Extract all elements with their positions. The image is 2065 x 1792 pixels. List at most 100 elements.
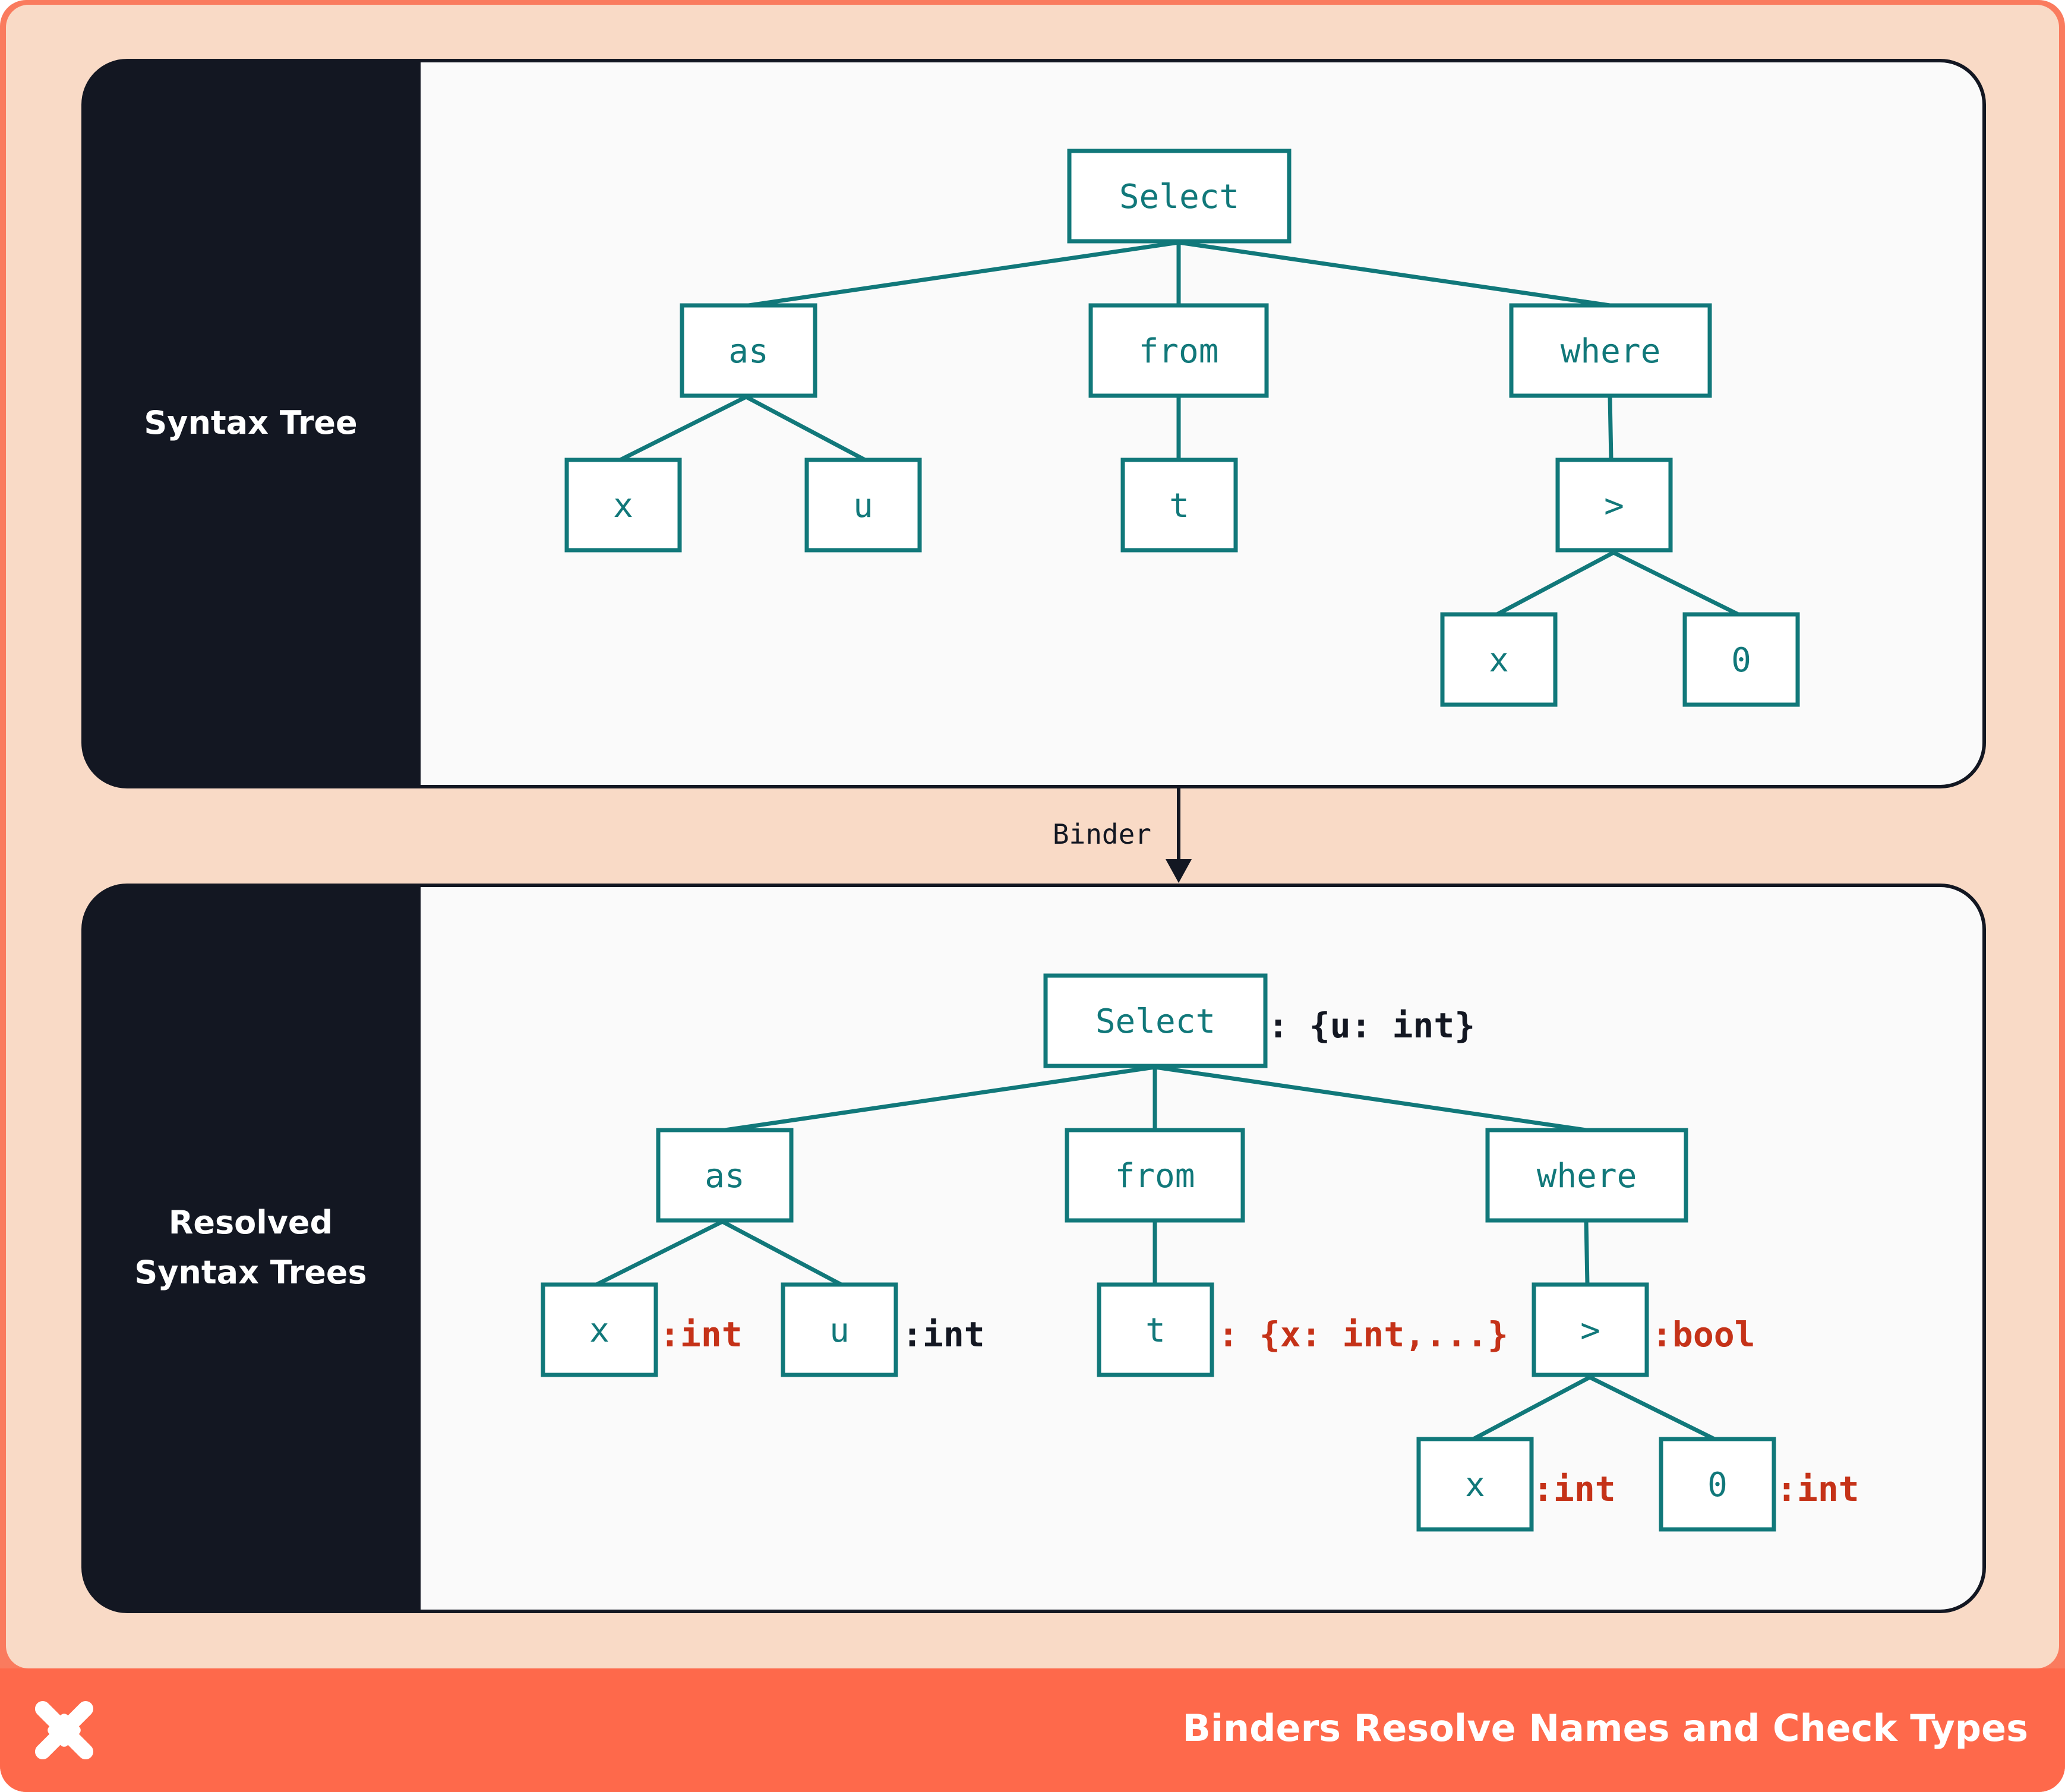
tree-edge (1472, 1375, 1591, 1441)
tree-node-x1: x (541, 1282, 658, 1377)
tree-node-label: x (589, 1311, 610, 1350)
type-annotation-x2: :int (1533, 1469, 1616, 1509)
tree-node-label: Select (1119, 178, 1239, 216)
panel-label-column (83, 885, 421, 1611)
tree-node-x2: x (1440, 612, 1558, 707)
tree-node-x2: x (1416, 1437, 1534, 1532)
tree-node-label: t (1169, 487, 1189, 525)
tree-edge (595, 1219, 724, 1287)
tree-node-t1: t (1120, 458, 1238, 553)
footer-title: Binders Resolve Names and Check Types (1183, 1706, 2029, 1750)
tree-node-as: as (656, 1128, 794, 1223)
tree-node-label: as (728, 332, 768, 371)
tree-node-box (680, 303, 817, 398)
tree-node-label: x (613, 487, 633, 525)
binder-arrow: Binder (1053, 788, 1192, 883)
tree-edge (1589, 1375, 1716, 1441)
panel-label-column (83, 61, 421, 787)
panel-label: Syntax Tree (144, 404, 357, 441)
tree-edge (1608, 396, 1614, 460)
tree-node-box (1682, 612, 1800, 707)
tree-node-label: t (1145, 1311, 1166, 1350)
tree-node-box (1509, 303, 1712, 398)
tree-node-zero: 0 (1682, 612, 1800, 707)
tree-node-box (541, 1282, 658, 1377)
tree-node-box (1097, 1282, 1214, 1377)
tree-node-box (1043, 973, 1268, 1068)
tree-node-label: > (1580, 1311, 1600, 1350)
arrow-label: Binder (1053, 818, 1151, 850)
tree-node-box (1555, 458, 1673, 553)
type-annotations: : {u: int} :int :int : {x: int,...} :bool :in… (659, 1005, 1859, 1509)
tree-node-where: where (1485, 1128, 1688, 1223)
tree-edge (745, 395, 866, 462)
tree-node-select: Select (1043, 973, 1268, 1068)
tree-node-box (1088, 303, 1269, 398)
tree-node-label: where (1537, 1157, 1637, 1195)
tree-node-box (656, 1128, 794, 1223)
tree-edge (724, 1065, 1155, 1132)
tree-node-label: as (705, 1157, 744, 1195)
logo-core (48, 1714, 81, 1747)
tree-node-u1: u (804, 458, 922, 553)
tree-edge (1496, 550, 1615, 617)
tree-node-box (1659, 1437, 1776, 1532)
tree-edge (748, 240, 1179, 308)
tree-node-label: x (1489, 641, 1509, 680)
tree-node-label: x (1465, 1466, 1485, 1504)
tree-node-box (804, 458, 922, 553)
tree-node-box (1067, 149, 1292, 244)
tree-node-u1: u (781, 1282, 898, 1377)
tree-node-label: u (829, 1311, 850, 1350)
tree-node-box (564, 458, 682, 553)
type-annotation-gt: :bool (1652, 1314, 1755, 1355)
tree-edges (595, 1065, 1716, 1441)
tree-node-box (1485, 1128, 1688, 1223)
tree-edges (619, 240, 1739, 617)
tree-node-label: where (1561, 332, 1661, 371)
tree-node-box (1440, 612, 1558, 707)
footer-band (0, 1668, 2065, 1792)
type-annotation-select: : {u: int} (1268, 1005, 1475, 1046)
tree-node-label: from (1115, 1157, 1195, 1195)
tree-node-from: from (1065, 1128, 1245, 1223)
tree-node-zero: 0 (1659, 1437, 1776, 1532)
tree-node-label: > (1604, 487, 1624, 525)
tree-node-select: Select (1067, 149, 1292, 244)
tree-node-label: u (853, 487, 873, 525)
tree-node-as: as (680, 303, 817, 398)
tree-node-gt: > (1532, 1282, 1649, 1377)
tree-nodes: Select as from where x u t > x 0 (541, 973, 1776, 1532)
tree-edge (1154, 1065, 1587, 1132)
tree-node-label: 0 (1731, 641, 1751, 680)
type-annotation-u1: :int (902, 1314, 985, 1355)
tree-node-label: Select (1095, 1002, 1215, 1041)
tree-node-box (1120, 458, 1238, 553)
panel-syntax-tree: Syntax Tree Select as from where x u t > x 0 (81, 59, 1986, 788)
type-annotation-t1: : {x: int,...} (1218, 1314, 1508, 1355)
tree-edge (1612, 550, 1739, 617)
tree-node-box (781, 1282, 898, 1377)
footer: Binders Resolve Names and Check Types (0, 1668, 2065, 1792)
x-logo-icon (34, 1700, 94, 1760)
type-annotation-zero: :int (1776, 1469, 1859, 1509)
tree-node-x1: x (564, 458, 682, 553)
tree-node-label: from (1139, 332, 1219, 371)
tree-edge (1178, 240, 1611, 308)
type-annotation-x1: :int (659, 1314, 743, 1355)
tree-nodes: Select as from where x u t > x 0 (564, 149, 1800, 707)
tree-edge (1584, 1221, 1590, 1285)
tree-edge (619, 395, 747, 462)
tree-node-where: where (1509, 303, 1712, 398)
tree-node-box (1416, 1437, 1534, 1532)
tree-edge (721, 1219, 842, 1287)
tree-node-gt: > (1555, 458, 1673, 553)
tree-node-box (1065, 1128, 1245, 1223)
arrow-head (1166, 859, 1192, 883)
tree-node-t1: t (1097, 1282, 1214, 1377)
tree-node-from: from (1088, 303, 1269, 398)
tree-node-label: 0 (1707, 1466, 1728, 1504)
